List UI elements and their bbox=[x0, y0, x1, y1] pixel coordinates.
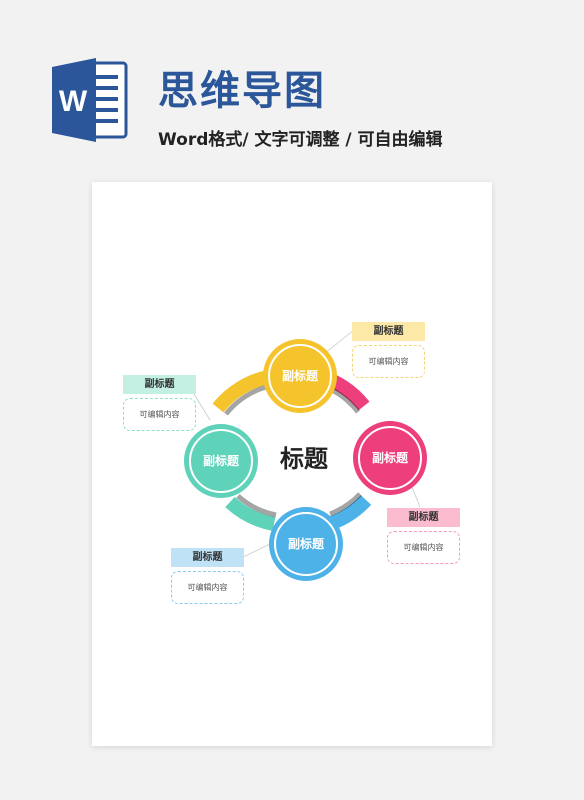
page-title: 思维导图 bbox=[158, 68, 326, 114]
mind-map-diagram: 副标题 副标题 副标题 副标题 标题 bbox=[184, 329, 427, 581]
connector-top bbox=[323, 329, 355, 355]
node-top-label: 副标题 bbox=[282, 368, 319, 383]
node-bottom-label: 副标题 bbox=[288, 536, 325, 551]
center-title: 标题 bbox=[280, 445, 328, 473]
ring-segment-bottom-left bbox=[225, 496, 276, 531]
node-right-label: 副标题 bbox=[372, 450, 409, 465]
callout-left-body: 可编辑内容 bbox=[123, 398, 196, 431]
ring-segment-left-top bbox=[212, 370, 270, 413]
word-letter: W bbox=[59, 85, 88, 118]
document-page: 副标题 副标题 副标题 副标题 标题 副标题 可编辑内容 副标题 可编辑内容 副… bbox=[92, 182, 492, 746]
word-doc-icon: W bbox=[52, 58, 128, 142]
callout-bottom-title: 副标题 bbox=[171, 548, 244, 567]
callout-bottom-body: 可编辑内容 bbox=[171, 571, 244, 604]
callout-top-body: 可编辑内容 bbox=[352, 345, 425, 378]
node-right bbox=[353, 421, 427, 495]
callout-right-body: 可编辑内容 bbox=[387, 531, 460, 564]
node-top bbox=[263, 339, 337, 413]
connector-left bbox=[193, 393, 211, 421]
callout-top-title: 副标题 bbox=[352, 322, 425, 341]
page-subtitle: Word格式/ 文字可调整 / 可自由编辑 bbox=[158, 130, 443, 150]
callout-right-title: 副标题 bbox=[387, 508, 460, 527]
callout-left-title: 副标题 bbox=[123, 375, 196, 394]
node-bottom bbox=[269, 507, 343, 581]
node-left bbox=[184, 424, 258, 498]
node-left-label: 副标题 bbox=[203, 453, 240, 468]
